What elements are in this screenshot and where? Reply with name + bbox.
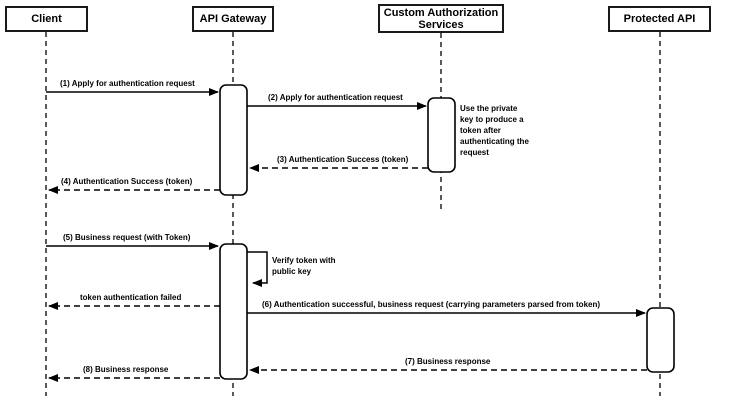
actor-client-label: Client (31, 13, 62, 25)
note-verify-token: Verify token with public key (272, 256, 336, 276)
message-label-5: (5) Business request (with Token) (63, 233, 191, 242)
message-label-1: (1) Apply for authentication request (60, 79, 195, 88)
message-label-2: (2) Apply for authentication request (268, 93, 403, 102)
self-message-verify-token (247, 251, 268, 287)
message-label-7: (7) Business response (405, 357, 491, 366)
message-label-3: (3) Authentication Success (token) (277, 155, 409, 164)
actor-protected-api: Protected API (608, 6, 711, 32)
message-label-6: (6) Authentication successful, business … (262, 300, 601, 309)
activation-custom-authorization (427, 97, 456, 173)
actor-custom-authorization-services-label: Custom Authorization Services (383, 6, 499, 31)
activation-api-gateway-2 (219, 243, 248, 380)
activation-protected-api (646, 307, 675, 373)
actor-client: Client (5, 6, 88, 32)
actor-protected-api-label: Protected API (623, 13, 696, 25)
activation-api-gateway-1 (219, 84, 248, 196)
message-label-8: (8) Business response (83, 365, 169, 374)
actor-api-gateway-label: API Gateway (199, 13, 267, 25)
note-private-key: Use the private key to produce a token a… (460, 104, 529, 157)
actor-api-gateway: API Gateway (192, 6, 274, 32)
actor-custom-authorization-services: Custom Authorization Services (378, 4, 504, 33)
message-label-4: (4) Authentication Success (token) (61, 177, 193, 186)
message-label-fail: token authentication failed (80, 293, 182, 302)
